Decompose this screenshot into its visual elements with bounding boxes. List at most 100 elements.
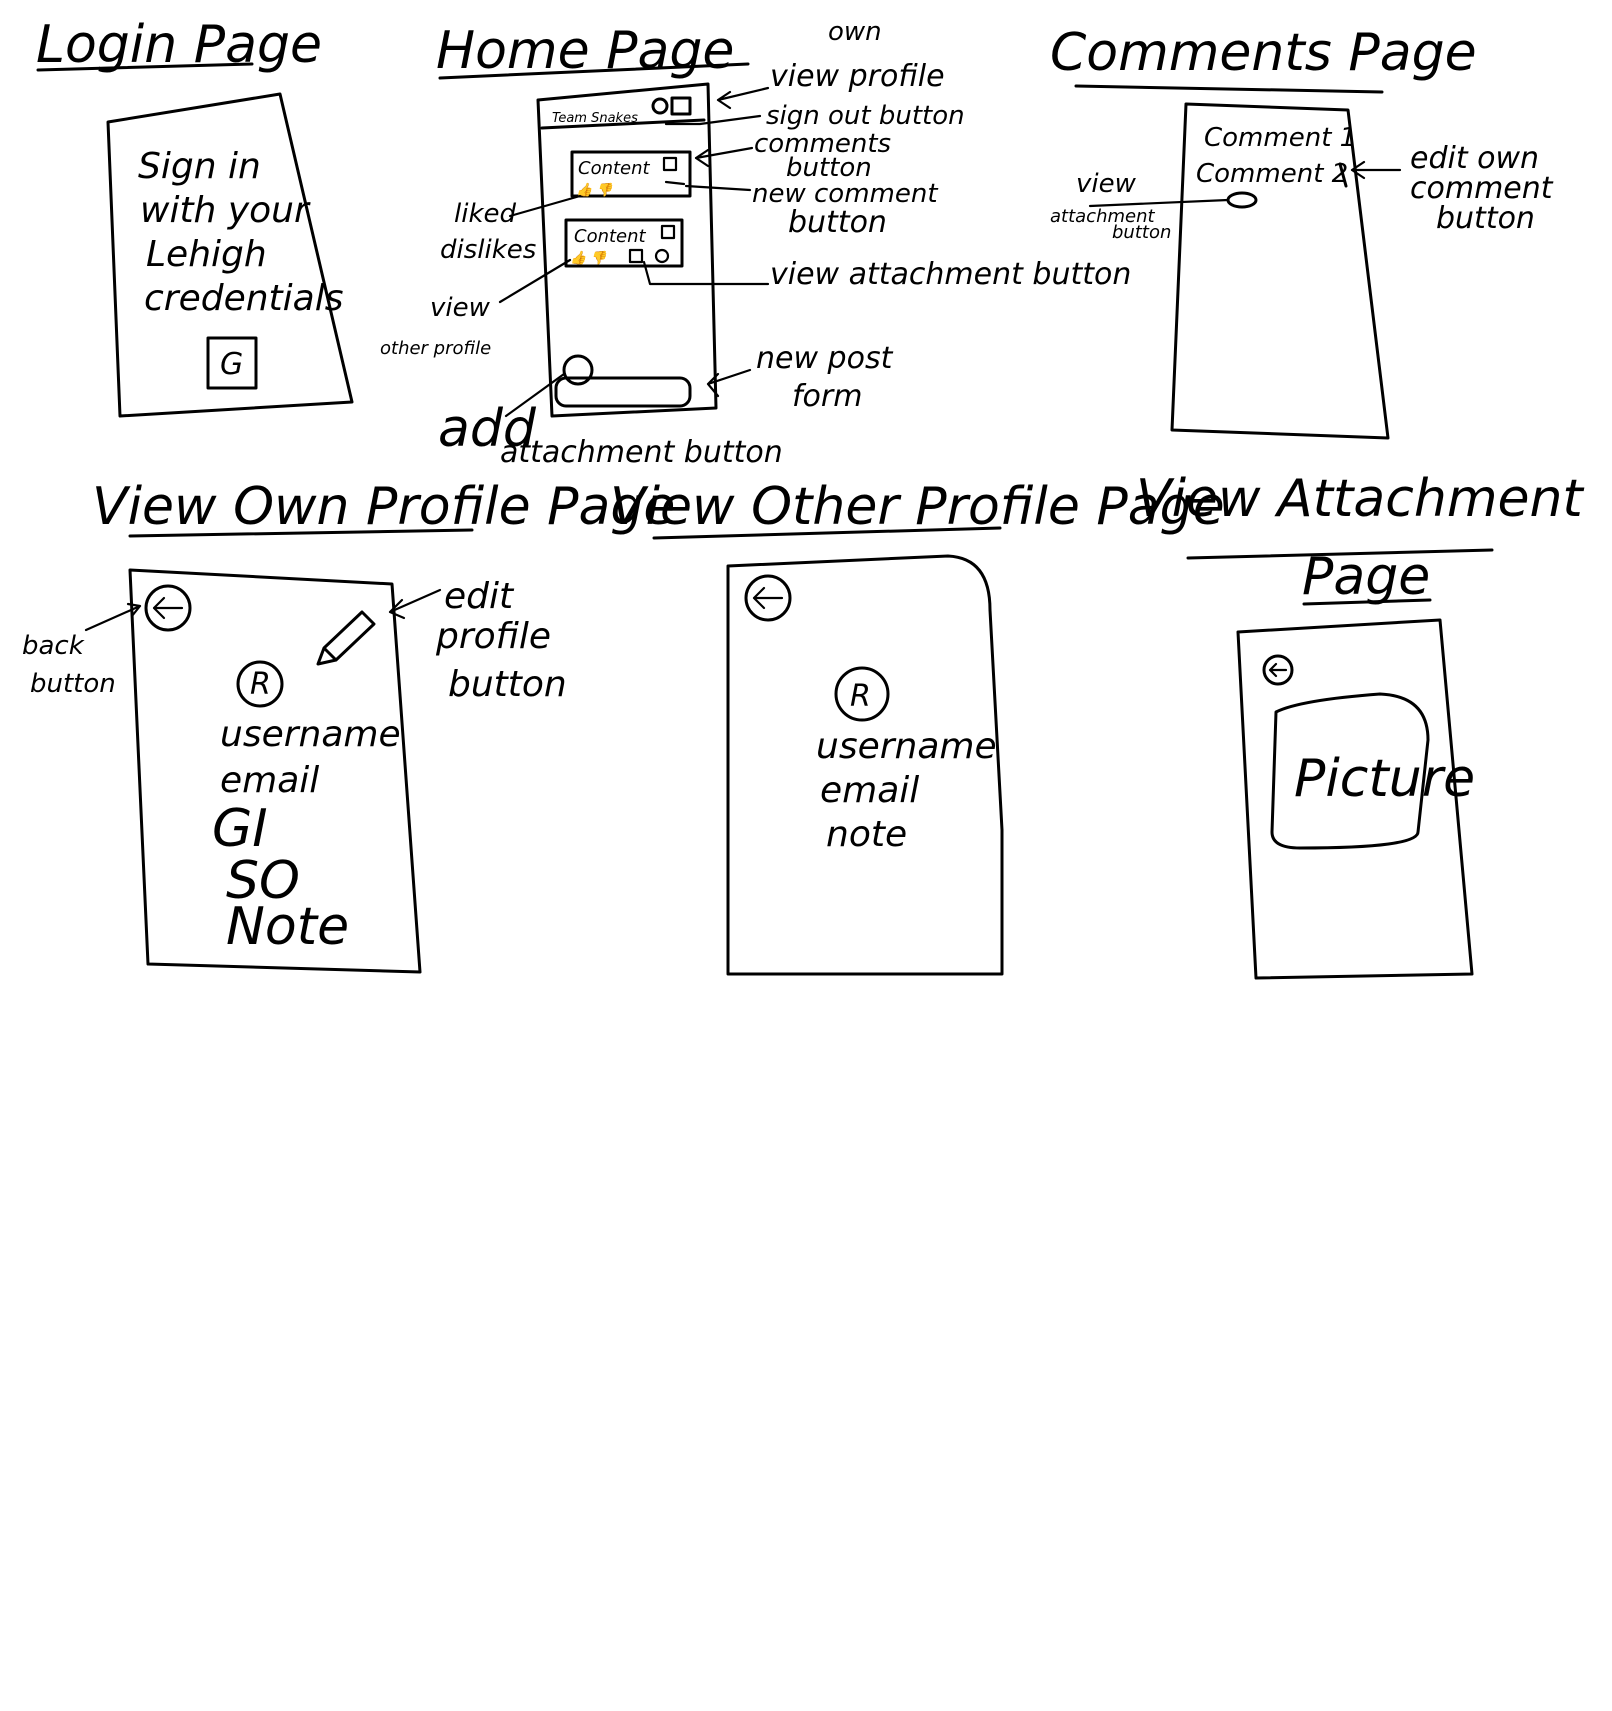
- liked-arrow: [508, 194, 582, 218]
- view-label: view: [430, 293, 491, 323]
- home-page-sketch: Home Page Team Snakes Content 👍 👎 Conten…: [380, 17, 1131, 470]
- like-dislike-icons[interactable]: 👍 👎: [570, 250, 608, 266]
- view-attachment-label-2: attachment: [1050, 206, 1155, 227]
- comments-button-icon[interactable]: [660, 224, 676, 240]
- back-button-arrow: [84, 602, 142, 632]
- add-attachment-button-icon[interactable]: [562, 354, 594, 386]
- avatar-icon: [236, 660, 284, 708]
- edit-comment-arrow: [1350, 160, 1402, 180]
- google-icon: G: [220, 347, 243, 382]
- back-button-icon[interactable]: [744, 574, 792, 622]
- profile-field-gi: GI: [212, 799, 268, 859]
- own-label: own: [828, 17, 882, 47]
- home-title-underline: [438, 62, 750, 80]
- new-post-label: new post: [756, 341, 894, 376]
- new-post-arrow: [706, 368, 752, 398]
- edit-button-label: button: [1436, 201, 1535, 236]
- back-button-icon[interactable]: [1262, 654, 1294, 686]
- edit-comment-icon[interactable]: [1338, 162, 1348, 188]
- own-profile-page-sketch: View Own Profile Page R username email G…: [22, 477, 675, 974]
- new-post-form[interactable]: [554, 376, 692, 408]
- home-header-divider: [540, 118, 706, 130]
- own-profile-page-title: View Own Profile Page: [92, 477, 675, 537]
- view-attachment-label: view attachment button: [770, 257, 1131, 292]
- new-comment-arrow: [684, 184, 752, 192]
- own-profile-icon[interactable]: [670, 96, 692, 116]
- attachment-page-title-line-1: View Attachment: [1136, 469, 1584, 529]
- other-profile-phone-frame: [726, 554, 1004, 976]
- other-profile-title-underline: [652, 526, 1002, 540]
- liked-label: liked: [454, 199, 517, 229]
- home-header-title: Team Snakes: [552, 111, 638, 126]
- view-profile-label: view profile: [770, 59, 945, 94]
- view-attachment-label-1: view: [1076, 169, 1137, 199]
- attachment-page-title-line-2: Page: [1302, 547, 1430, 607]
- edit-own-label: edit own: [1410, 141, 1539, 176]
- comment-label: comment: [1410, 171, 1554, 206]
- avatar-icon: [834, 666, 890, 722]
- comments-title-underline: [1074, 84, 1384, 94]
- profile-field-so: SO: [226, 851, 300, 911]
- sign-out-arrow: [664, 114, 762, 126]
- view-attachment-arrow: [1088, 198, 1230, 208]
- edit-button-label: button: [448, 664, 567, 705]
- own-profile-phone-frame: [128, 568, 422, 974]
- back-arrow-glyph: [1268, 662, 1288, 678]
- like-dislike-icons[interactable]: 👍 👎: [576, 182, 614, 198]
- login-text-line-4: credentials: [144, 278, 344, 319]
- view-attachment-arrow: [642, 260, 770, 286]
- view-attachment-icon[interactable]: [628, 248, 644, 264]
- profile-field-email: email: [820, 770, 919, 811]
- own-profile-title-underline: [128, 528, 474, 538]
- profile-field-email: email: [220, 760, 319, 801]
- new-comment-label: new comment: [752, 179, 938, 209]
- new-comment-button-label: button: [788, 205, 887, 240]
- profile-label: profile: [435, 616, 551, 657]
- profile-field-note: Note: [226, 897, 349, 957]
- login-title-underline: [36, 62, 254, 72]
- back-arrow-glyph: [752, 586, 784, 610]
- add-label: add: [438, 399, 537, 459]
- add-attachment-arrow: [504, 372, 566, 418]
- login-text-line-3: Lehigh: [146, 234, 267, 275]
- attachment-picture-label: Picture: [1294, 749, 1475, 809]
- back-label: back: [22, 631, 85, 661]
- profile-field-note: note: [826, 814, 907, 855]
- comments-page-title: Comments Page: [1050, 23, 1477, 83]
- back-button-label: button: [30, 669, 116, 699]
- view-attachment-icon[interactable]: [1226, 191, 1258, 209]
- home-phone-frame: [536, 82, 718, 418]
- comments-arrow: [694, 146, 754, 168]
- edit-profile-arrow: [388, 588, 442, 620]
- post-content: Content: [578, 158, 651, 179]
- google-signin-button[interactable]: [206, 336, 258, 390]
- dislikes-label: dislikes: [440, 235, 536, 265]
- back-button-icon[interactable]: [144, 584, 192, 632]
- other-profile-label: other profile: [380, 338, 491, 359]
- view-attachment-label-3: button: [1112, 222, 1171, 243]
- avatar-glyph: R: [250, 667, 271, 702]
- comment-item: Comment 2: [1196, 159, 1348, 189]
- edit-profile-icon[interactable]: [316, 610, 376, 666]
- login-text-line-2: with your: [140, 190, 311, 231]
- other-profile-icon[interactable]: [654, 248, 670, 264]
- other-profile-page-title: View Other Profile Page: [610, 477, 1225, 537]
- attachment-phone-frame: [1236, 618, 1474, 980]
- attachment-picture-frame: [1270, 692, 1430, 850]
- comments-button-label: button: [786, 153, 872, 183]
- edit-label: edit: [444, 576, 515, 617]
- post-card: [570, 150, 692, 198]
- comments-button-icon[interactable]: [662, 156, 678, 172]
- form-label: form: [792, 379, 862, 414]
- post-content: Content: [574, 226, 647, 247]
- sign-out-icon[interactable]: [651, 97, 669, 115]
- comments-phone-frame: [1170, 102, 1390, 440]
- attachment-button-label: attachment button: [500, 435, 783, 470]
- login-text-line-1: Sign in: [138, 146, 261, 187]
- new-comment-button-icon[interactable]: [664, 180, 686, 186]
- login-page-sketch: Login Page Sign in with your Lehigh cred…: [36, 15, 354, 418]
- profile-field-username: username: [816, 726, 997, 767]
- view-other-arrow: [498, 258, 572, 304]
